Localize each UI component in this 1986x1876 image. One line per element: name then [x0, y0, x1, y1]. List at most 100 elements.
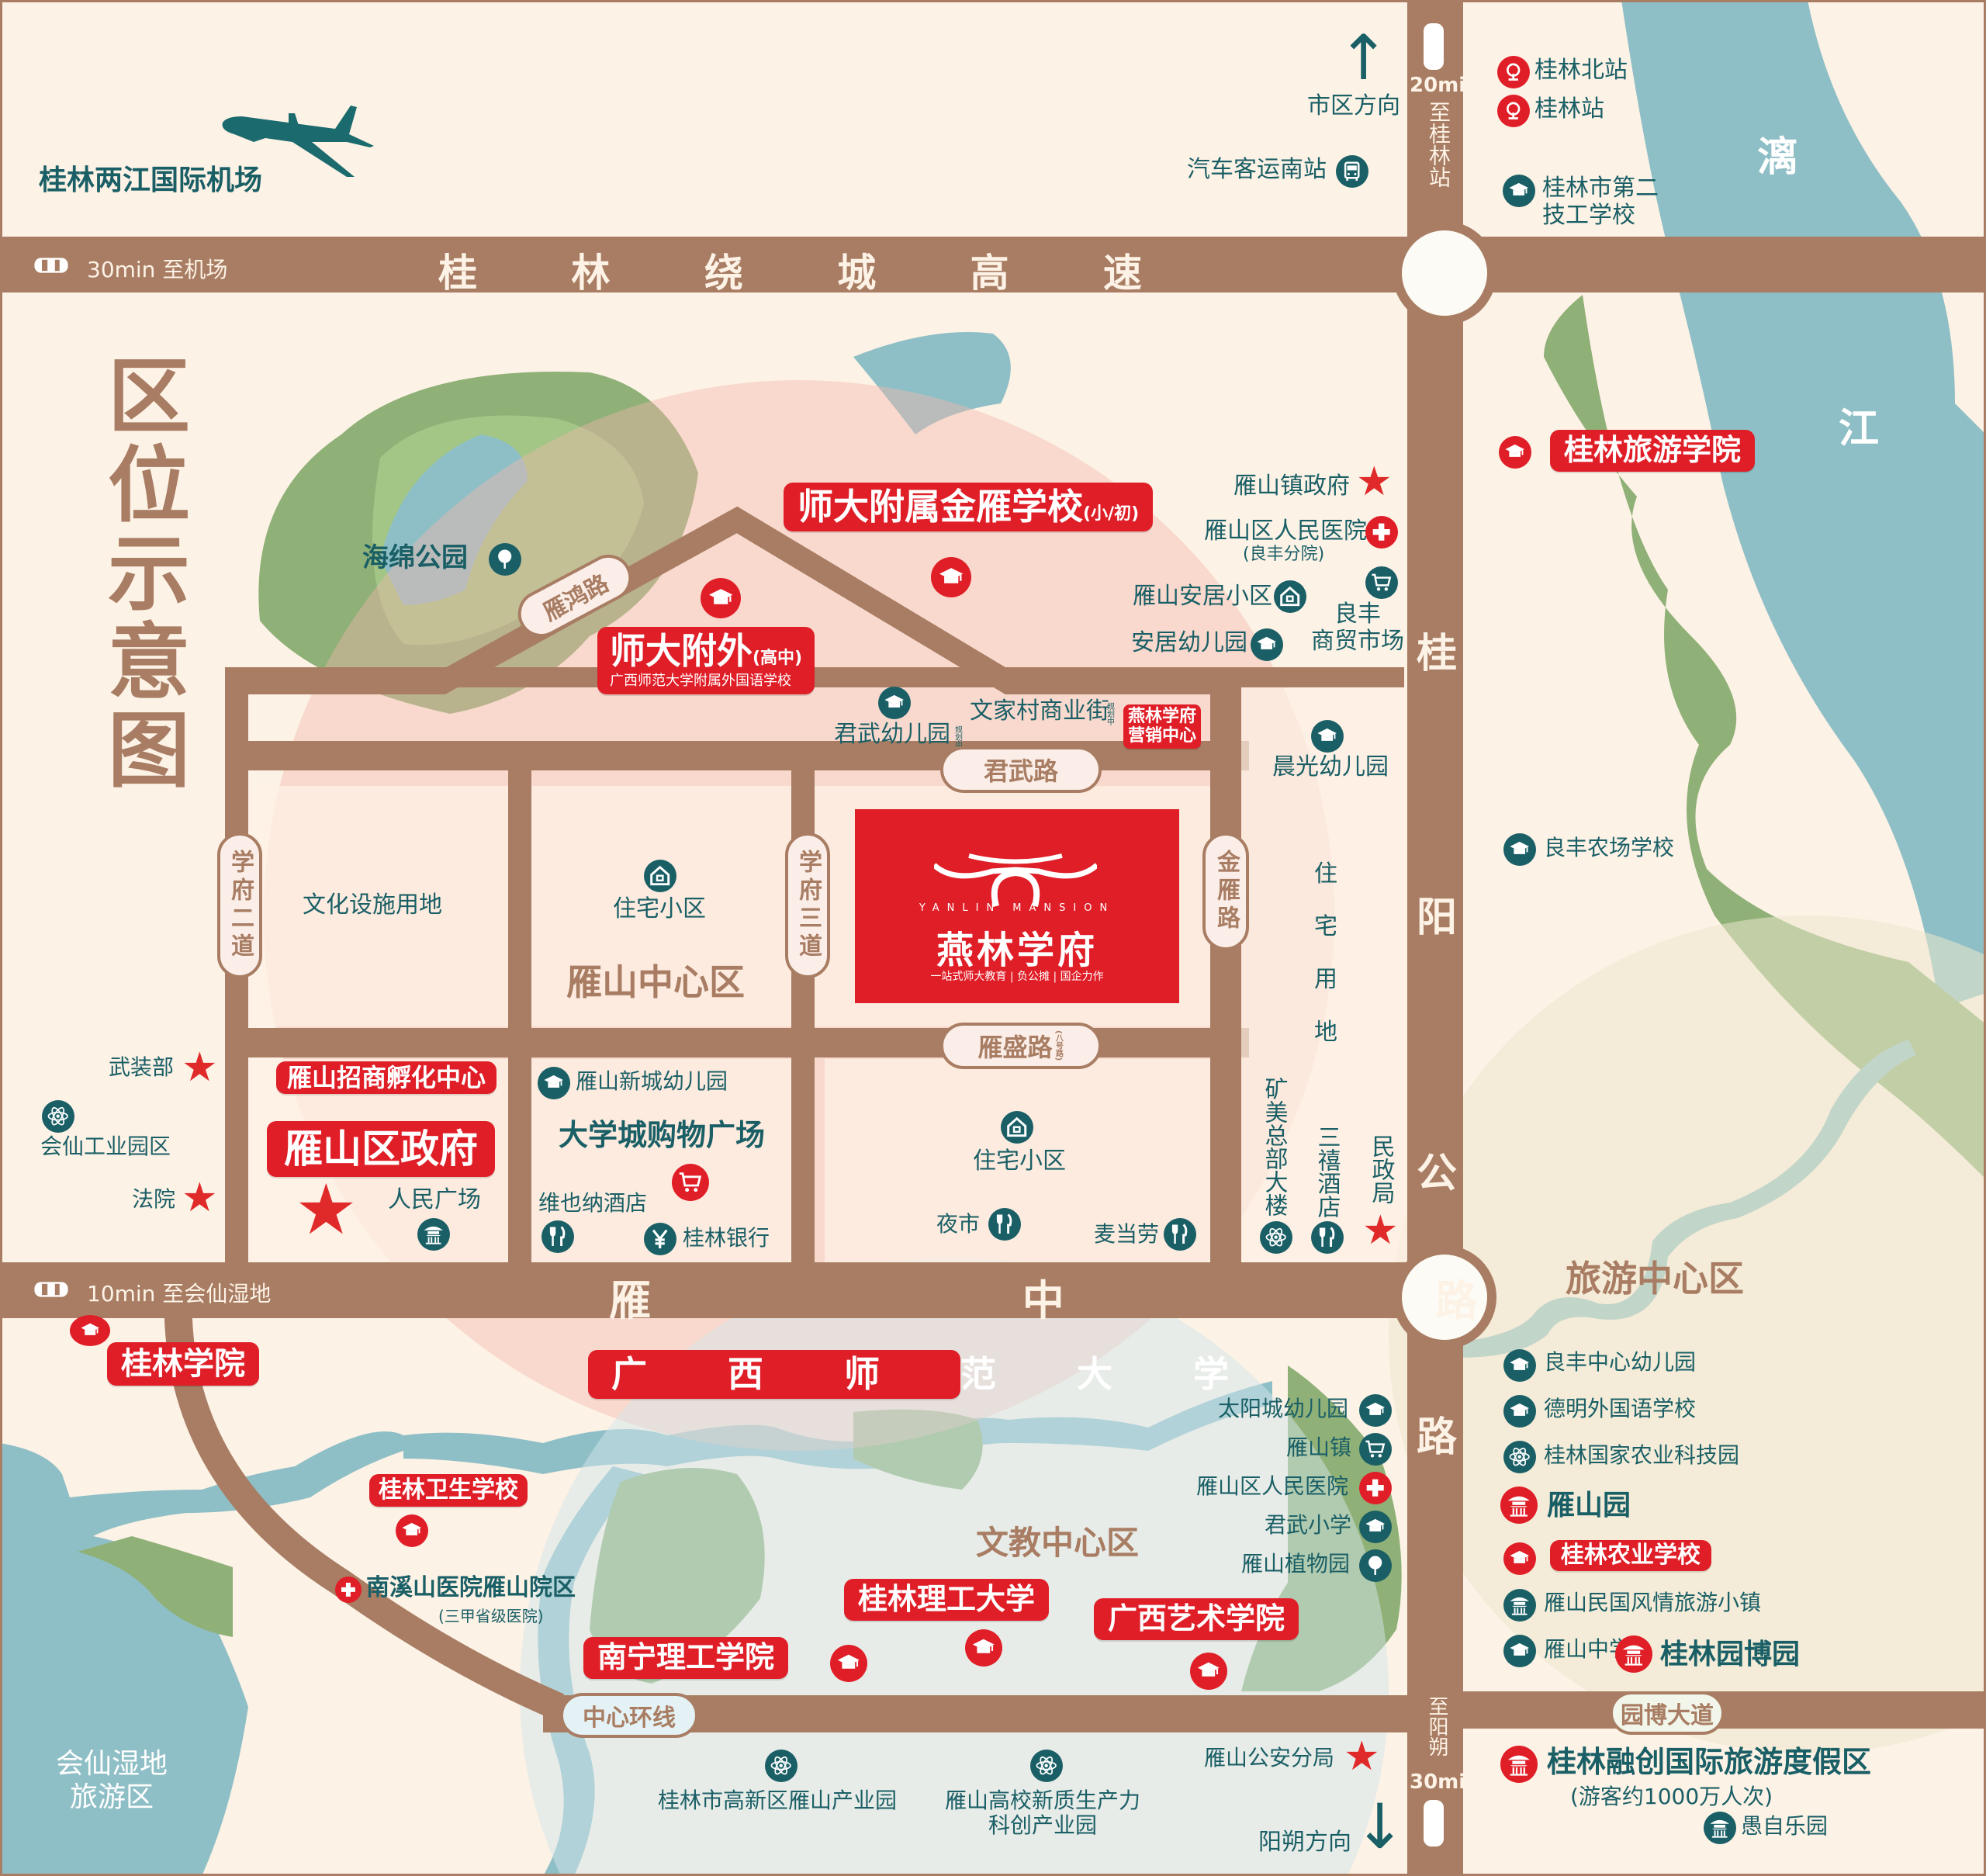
poi-night-market[interactable]: 夜市	[936, 1211, 981, 1237]
poi-liangfeng-market[interactable]: 良丰 商贸市场	[1311, 601, 1404, 655]
poi-minguo-town[interactable]: 雁山民国风情旅游小镇	[1544, 1590, 1762, 1615]
poi-liangfeng-central-kindergarten[interactable]: 良丰中心幼儿园	[1544, 1349, 1697, 1375]
road-label-junwu: 君武路	[940, 746, 1102, 793]
poi-guilin-bank[interactable]: 桂林银行	[683, 1225, 770, 1251]
residential-land-4: 地	[1314, 1019, 1337, 1046]
river-label-jiang: 江	[1839, 406, 1880, 452]
label-investment-center[interactable]: 雁山招商孵化中心	[276, 1061, 497, 1095]
project-logo-panel[interactable]: YANLIN MANSION 燕林学府 一站式师大教育 | 负公摊 | 国企力作	[855, 809, 1179, 1003]
railway-icon	[1497, 56, 1530, 88]
poi-anju-residential[interactable]: 雁山安居小区	[1133, 583, 1272, 610]
label-nanning-tech[interactable]: 南宁理工学院	[583, 1637, 789, 1679]
label-agri-school[interactable]: 桂林农业学校	[1550, 1540, 1711, 1571]
poi-guilin-station[interactable]: 桂林站	[1534, 95, 1604, 123]
atom-icon	[765, 1750, 798, 1782]
river-label-li: 漓	[1757, 134, 1798, 181]
arrow-down-icon: ↓	[1354, 1791, 1406, 1863]
star-icon: ★	[1362, 1207, 1399, 1254]
poi-yanshan-new-kindergarten[interactable]: 雁山新城幼儿园	[576, 1068, 728, 1094]
label-health-school[interactable]: 桂林卫生学校	[369, 1474, 528, 1507]
pavilion-icon	[1500, 1746, 1538, 1783]
road-label-yansheng: 雁盛路(八号路)	[940, 1023, 1102, 1069]
poi-sunac-resort[interactable]: 桂林融创国际旅游度假区	[1547, 1745, 1872, 1779]
cart-icon	[672, 1164, 709, 1201]
poi-nanxishan-hospital[interactable]: 南溪山医院雁山院区	[366, 1574, 576, 1601]
poi-liangfeng-farm-school[interactable]: 良丰农场学校	[1544, 835, 1675, 860]
poi-district-hospital-2[interactable]: 雁山区人民医院	[1196, 1473, 1349, 1499]
poi-peoples-square[interactable]: 人民广场	[388, 1186, 481, 1213]
label-fuwai-school[interactable]: 师大附外(高中) 广西师范大学附属外国语学校	[597, 627, 815, 694]
district-tourism-center: 旅游中心区	[1566, 1258, 1744, 1300]
poi-armed-forces[interactable]: 武装部	[109, 1054, 175, 1080]
school-icon	[878, 687, 911, 719]
poi-bus-station[interactable]: 汽车客运南站	[1187, 156, 1327, 183]
label-jinyan-school[interactable]: 师大附属金雁学校(小/初)	[784, 483, 1154, 532]
hospital-icon	[1365, 516, 1398, 549]
poi-mcdonalds[interactable]: 麦当劳	[1094, 1221, 1160, 1247]
poi-sponge-park[interactable]: 海绵公园	[362, 542, 468, 573]
pavilion-icon	[417, 1218, 450, 1251]
poi-yanshan-town-gov[interactable]: 雁山镇政府	[1233, 472, 1350, 500]
label-sales-center[interactable]: 燕林学府 营销中心	[1123, 704, 1202, 749]
tree-icon	[1359, 1549, 1392, 1582]
poi-vienna-hotel[interactable]: 维也纳酒店	[538, 1190, 648, 1216]
page-title: 区位示意图	[94, 353, 189, 795]
school-icon	[1503, 833, 1536, 866]
poi-district-hospital[interactable]: 雁山区人民医院	[1204, 517, 1367, 545]
poi-hitech-park[interactable]: 桂林市高新区雁山产业园	[658, 1788, 898, 1813]
school-icon	[1503, 1349, 1536, 1382]
label-district-gov[interactable]: 雁山区政府	[267, 1121, 495, 1177]
school-icon	[538, 1067, 570, 1099]
poi-junwu-kindergarten[interactable]: 君武幼儿园	[834, 721, 950, 748]
block-culture	[248, 786, 508, 1026]
fork-knife-icon	[988, 1208, 1021, 1241]
poi-huixian-industrial[interactable]: 会仙工业园区	[40, 1134, 171, 1159]
poi-uni-innovation-park[interactable]: 雁山高校新质生产力 科创产业园	[945, 1788, 1141, 1839]
travel-time-airport: 30min 至机场	[87, 257, 228, 282]
label-tourism-college[interactable]: 桂林旅游学院	[1550, 430, 1756, 472]
hospital-icon	[1359, 1472, 1392, 1504]
home-icon	[1274, 580, 1306, 613]
poi-district-hospital-sub: (良丰分院)	[1243, 545, 1325, 564]
poi-anju-kindergarten[interactable]: 安居幼儿园	[1131, 629, 1247, 656]
fuwai-note: (高中)	[753, 649, 803, 668]
label-guilin-college[interactable]: 桂林学院	[107, 1342, 259, 1386]
block-residential-1	[531, 786, 791, 1026]
poi-garden-expo[interactable]: 桂林园博园	[1660, 1639, 1801, 1670]
pavilion-icon	[1704, 1812, 1736, 1844]
poi-kuangmei-tower[interactable]: 矿美总部大楼	[1260, 1077, 1288, 1217]
poi-botanical-garden[interactable]: 雁山植物园	[1241, 1551, 1351, 1577]
poi-civil-affairs[interactable]: 民政局	[1367, 1134, 1395, 1204]
poi-technical-school[interactable]: 桂林市第二 技工学校	[1542, 175, 1659, 229]
poi-guilin-north[interactable]: 桂林北站	[1534, 57, 1628, 84]
school-icon	[1503, 1635, 1536, 1667]
poi-residential-2: 住宅小区	[973, 1147, 1066, 1175]
poi-court[interactable]: 法院	[132, 1186, 176, 1212]
road-label-yuanbo: 园博大道	[1610, 1691, 1725, 1735]
road-label-center-loop: 中心环线	[560, 1693, 698, 1738]
label-glut[interactable]: 桂林理工大学	[844, 1579, 1050, 1621]
poi-mall[interactable]: 大学城购物广场	[559, 1118, 766, 1152]
poi-yanshan-garden[interactable]: 雁山园	[1547, 1490, 1631, 1521]
poi-yanshan-town[interactable]: 雁山镇	[1286, 1435, 1352, 1460]
label-guangxi-arts[interactable]: 广西艺术学院	[1094, 1598, 1299, 1640]
atom-icon	[1030, 1750, 1063, 1782]
arrow-up-icon: ↑	[1337, 22, 1390, 94]
poi-sanxi-hotel[interactable]: 三禧酒店	[1313, 1125, 1341, 1218]
school-icon	[1503, 1395, 1536, 1428]
road-ring-highway	[0, 237, 1986, 292]
poi-wenjia-street[interactable]: 文家村商业街	[970, 697, 1109, 725]
fork-knife-icon	[1311, 1221, 1344, 1254]
poi-deming-school[interactable]: 德明外国语学校	[1544, 1396, 1697, 1421]
poi-junwu-primary[interactable]: 君武小学	[1265, 1512, 1352, 1538]
car-icon-station	[1424, 23, 1444, 70]
cart-icon	[1365, 566, 1398, 599]
poi-chenguang-kindergarten[interactable]: 晨光幼儿园	[1272, 753, 1389, 781]
home-icon	[1001, 1111, 1033, 1144]
poi-police[interactable]: 雁山公安分局	[1204, 1745, 1335, 1770]
poi-sun-city-kindergarten[interactable]: 太阳城幼儿园	[1218, 1396, 1349, 1421]
road-label-jinyan: 金雁路	[1202, 832, 1249, 950]
poi-agri-tech-park[interactable]: 桂林国家农业科技园	[1544, 1442, 1740, 1468]
poi-yuzile-park[interactable]: 愚自乐园	[1741, 1813, 1829, 1839]
